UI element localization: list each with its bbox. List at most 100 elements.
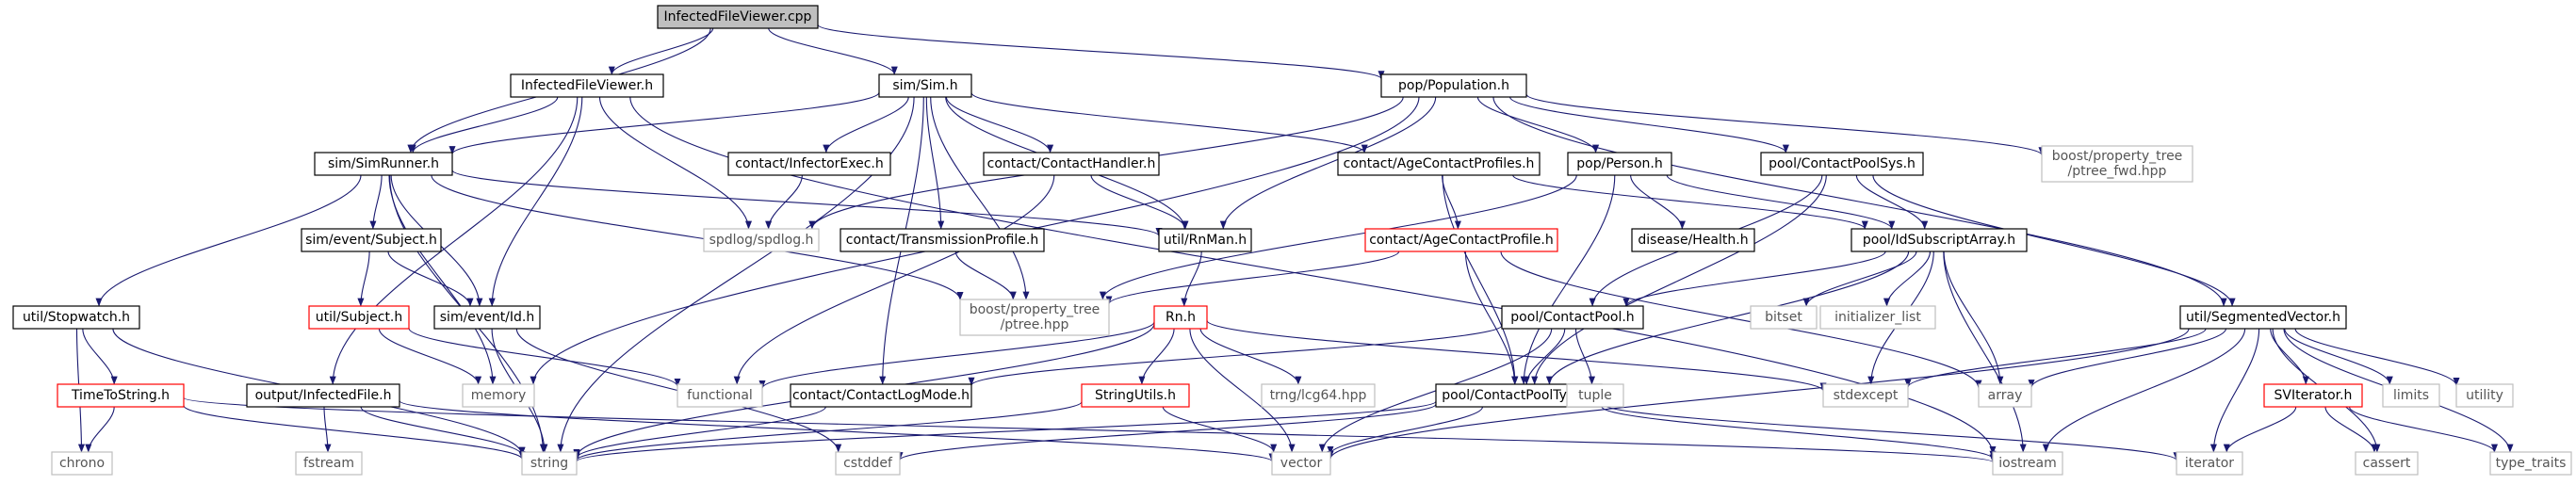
include-edge (1105, 251, 1400, 305)
node-limits[interactable]: limits (2382, 383, 2440, 408)
node-boost-property-tree-ptree-hpp[interactable]: boost/property_tree/ptree.hpp (959, 299, 1110, 336)
include-edge (573, 406, 826, 459)
include-edge (1904, 328, 2207, 388)
node-bitset[interactable]: bitset (1750, 305, 1818, 330)
include-edge (488, 96, 583, 307)
node-tuple[interactable]: tuple (1566, 383, 1624, 408)
node-disease-health-h[interactable]: disease/Health.h (1631, 228, 1755, 252)
node-label: contact/AgeContactProfiles.h (1344, 156, 1535, 171)
node-util-rnman-h[interactable]: util/RnMan.h (1158, 228, 1252, 252)
node-array[interactable]: array (1978, 383, 2032, 408)
include-edge (925, 96, 945, 230)
node-box (840, 228, 1045, 252)
node-box (657, 5, 819, 29)
include-edge (765, 174, 803, 230)
include-edge (183, 405, 526, 460)
node-cstddef[interactable]: cstddef (835, 451, 901, 476)
include-edge (1464, 251, 1519, 385)
node-box (12, 305, 140, 330)
node-contact-contactlogmode-h[interactable]: contact/ContactLogMode.h (790, 383, 972, 408)
include-edge (1883, 251, 1932, 307)
node-pool-idsubscriptarray-h[interactable]: pool/IdSubscriptArray.h (1850, 228, 2028, 252)
node-label: array (1988, 388, 2023, 403)
include-edge (183, 396, 1996, 463)
node-pop-person-h[interactable]: pop/Person.h (1567, 152, 1672, 176)
include-edge (945, 96, 1054, 154)
node-label: boost/property_tree (2052, 149, 2183, 164)
node-label: /ptree_fwd.hpp (2068, 164, 2167, 179)
node-infectedfileviewer-h[interactable]: InfectedFileViewer.h (510, 73, 664, 98)
node-pool-contactpool-h[interactable]: pool/ContactPool.h (1501, 305, 1644, 330)
node-box (1822, 383, 1909, 408)
node-infectedfileviewer-cpp[interactable]: InfectedFileViewer.cpp (657, 5, 819, 29)
node-sim-sim-h[interactable]: sim/Sim.h (878, 73, 972, 98)
node-util-segmentedvector-h[interactable]: util/SegmentedVector.h (2179, 305, 2347, 330)
include-edge (357, 251, 370, 307)
include-edge (1802, 251, 1917, 307)
node-label: Rn.h (1166, 310, 1196, 325)
node-functional[interactable]: functional (677, 383, 763, 408)
include-edge (1442, 174, 1461, 230)
node-label: util/RnMan.h (1164, 233, 1247, 248)
node-pool-contactpoolsys-h[interactable]: pool/ContactPoolSys.h (1760, 152, 1924, 176)
node-box (2355, 451, 2419, 476)
node-label: sim/Sim.h (892, 78, 957, 93)
node-type-traits[interactable]: type_traits (2489, 451, 2572, 476)
node-contact-agecontactprofile-h[interactable]: contact/AgeContactProfile.h (1364, 228, 1558, 252)
node-stringutils-h[interactable]: StringUtils.h (1081, 383, 1190, 408)
node-string[interactable]: string (521, 451, 578, 476)
node-vector[interactable]: vector (1271, 451, 1331, 476)
node-box (2489, 451, 2572, 476)
node-iterator[interactable]: iterator (2176, 451, 2243, 476)
node-label: sim/event/Subject.h (305, 233, 437, 248)
node-timetostring-h[interactable]: TimeToString.h (57, 383, 185, 408)
include-edge (1189, 328, 1296, 453)
include-edge (95, 174, 362, 307)
node-output-infectedfile-h[interactable]: output/InfectedFile.h (246, 383, 400, 408)
node-box (1337, 152, 1541, 176)
include-edge (448, 91, 880, 154)
include-edge (360, 406, 526, 456)
node-contact-agecontactprofiles-h[interactable]: contact/AgeContactProfiles.h (1337, 152, 1541, 176)
node-box (1850, 228, 2028, 252)
node-fstream[interactable]: fstream (295, 451, 363, 476)
node-sim-event-id-h[interactable]: sim/event/Id.h (433, 305, 541, 330)
node-label: InfectedFileViewer.h (521, 78, 653, 93)
node-stdexcept[interactable]: stdexcept (1822, 383, 1909, 408)
node-sviterator-h[interactable]: SVIterator.h (2263, 383, 2363, 408)
node-contact-infectorexec-h[interactable]: contact/InfectorExec.h (727, 152, 891, 176)
include-edge (1492, 96, 2227, 307)
node-cassert[interactable]: cassert (2355, 451, 2419, 476)
node-box (1261, 383, 1376, 408)
node-chrono[interactable]: chrono (51, 451, 113, 476)
node-iostream[interactable]: iostream (1992, 451, 2063, 476)
node-trng-lcg64-hpp[interactable]: trng/lcg64.hpp (1261, 383, 1376, 408)
node-label: cassert (2363, 456, 2411, 471)
node-spdlog-spdlog-h[interactable]: spdlog/spdlog.h (703, 228, 820, 252)
node-contact-transmissionprofile-h[interactable]: contact/TransmissionProfile.h (840, 228, 1045, 252)
include-edge (1630, 174, 1686, 230)
node-label: pop/Population.h (1398, 78, 1509, 93)
node-rn-h[interactable]: Rn.h (1153, 305, 1208, 330)
include-edge (733, 174, 1055, 385)
node-label: contact/ContactHandler.h (987, 156, 1156, 171)
node-sim-simrunner-h[interactable]: sim/SimRunner.h (314, 152, 453, 176)
include-edge (431, 174, 964, 300)
node-utility[interactable]: utility (2455, 383, 2514, 408)
node-pop-population-h[interactable]: pop/Population.h (1380, 73, 1527, 98)
node-util-stopwatch-h[interactable]: util/Stopwatch.h (12, 305, 140, 330)
node-label: limits (2393, 388, 2429, 403)
node-initializer-list[interactable]: initializer_list (1819, 305, 1936, 330)
node-boost-property-tree-ptree-fwd-hpp[interactable]: boost/property_tree/ptree_fwd.hpp (2041, 145, 2193, 183)
node-box (1992, 451, 2063, 476)
include-edge (2324, 406, 2378, 453)
node-memory[interactable]: memory (462, 383, 535, 408)
node-util-subject-h[interactable]: util/Subject.h (308, 305, 410, 330)
node-box (1631, 228, 1755, 252)
node-label: StringUtils.h (1095, 388, 1176, 403)
node-contact-contacthandler-h[interactable]: contact/ContactHandler.h (983, 152, 1160, 176)
node-sim-event-subject-h[interactable]: sim/event/Subject.h (301, 228, 442, 252)
include-edge (82, 328, 118, 385)
